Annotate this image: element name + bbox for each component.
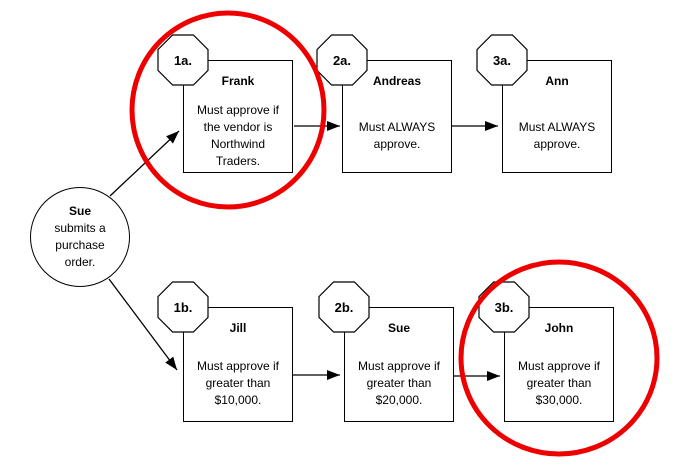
step-name: Jill xyxy=(229,321,247,335)
step-badge-label: 2a. xyxy=(332,52,352,68)
step-description: Must approve if greater than $30,000. xyxy=(517,359,601,407)
step-badge-3a: 3a. xyxy=(476,34,528,86)
step-box-jill: Jill Must approve if greater than $10,00… xyxy=(183,307,293,422)
step-badge-label: 3b. xyxy=(494,299,514,315)
step-box-andreas: Andreas Must ALWAYS approve. xyxy=(342,60,452,173)
step-name: Sue xyxy=(387,321,410,335)
step-badge-label: 2b. xyxy=(334,299,354,315)
step-name: Andreas xyxy=(372,74,422,88)
step-description: Must ALWAYS approve. xyxy=(518,119,596,151)
step-badge-2a: 2a. xyxy=(316,34,368,86)
step-description: Must approve if greater than $20,000. xyxy=(357,359,441,407)
step-badge-label: 3a. xyxy=(492,52,512,68)
step-badge-label: 1b. xyxy=(173,299,193,315)
step-badge-3b: 3b. xyxy=(478,281,530,333)
step-badge-2b: 2b. xyxy=(318,281,370,333)
step-box-ann: Ann Must ALWAYS approve. xyxy=(502,60,612,173)
octagon-icon xyxy=(476,34,528,86)
step-description: Must approve if greater than $10,000. xyxy=(196,359,280,407)
step-badge-1a: 1a. xyxy=(157,34,209,86)
step-box-sue: Sue Must approve if greater than $20,000… xyxy=(344,307,454,422)
step-description: Must approve if the vendor is Northwind … xyxy=(196,102,280,168)
step-description: Must ALWAYS approve. xyxy=(358,119,436,151)
arrow-start-to-frank xyxy=(109,130,180,197)
octagon-icon xyxy=(318,281,370,333)
start-circle: Sue submits a purchase order. xyxy=(30,187,130,287)
step-badge-1b: 1b. xyxy=(157,281,209,333)
start-name: Sue xyxy=(68,204,91,218)
start-detail: submits a purchase order. xyxy=(54,221,106,269)
step-badge-label: 1a. xyxy=(173,52,193,68)
step-name: Ann xyxy=(545,74,569,88)
